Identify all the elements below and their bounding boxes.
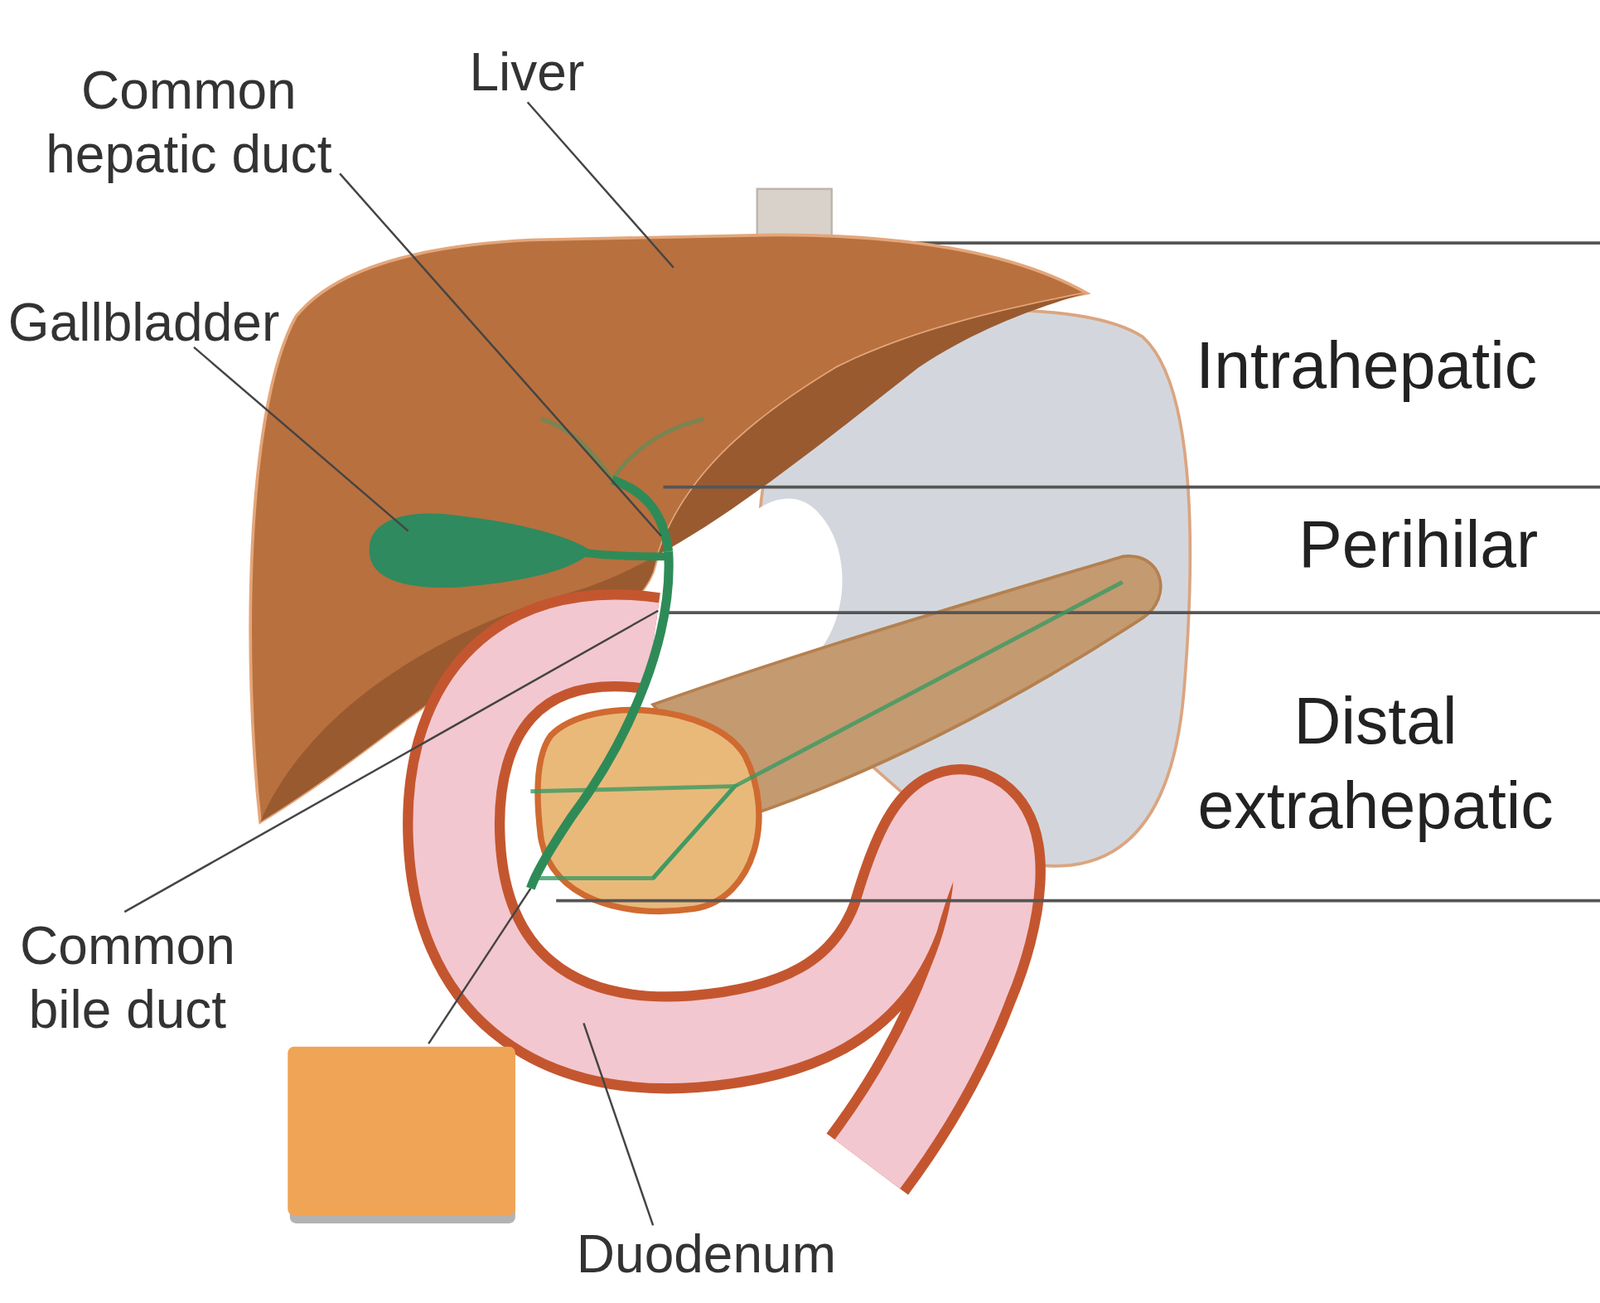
pancreatic-duct — [530, 581, 1122, 878]
leader-line — [124, 610, 658, 912]
part-label: Common bile duct — [4, 913, 251, 1042]
leader-line — [339, 173, 662, 536]
gap — [781, 845, 827, 900]
leader-line — [193, 347, 409, 532]
region-line — [662, 610, 1600, 614]
leader-line — [428, 888, 531, 1044]
part-label: Common hepatic duct — [20, 58, 358, 187]
region-line — [555, 899, 1600, 903]
region-line — [662, 485, 1600, 489]
region-label: Perihilar — [1255, 505, 1582, 585]
part-label: Gallbladder — [8, 290, 335, 355]
leader-line — [583, 1022, 653, 1225]
bile-duct — [530, 551, 669, 889]
region-label: Distal extrahepatic — [1171, 678, 1581, 849]
part-label: Liver — [468, 40, 633, 105]
region-line — [836, 241, 1600, 245]
region-label: Intrahepatic — [1195, 326, 1594, 406]
leader-line — [527, 101, 674, 268]
part-label: Duodenum — [576, 1222, 883, 1286]
gap — [714, 497, 843, 668]
gallbladder — [369, 513, 593, 588]
blank-box — [287, 1046, 516, 1215]
